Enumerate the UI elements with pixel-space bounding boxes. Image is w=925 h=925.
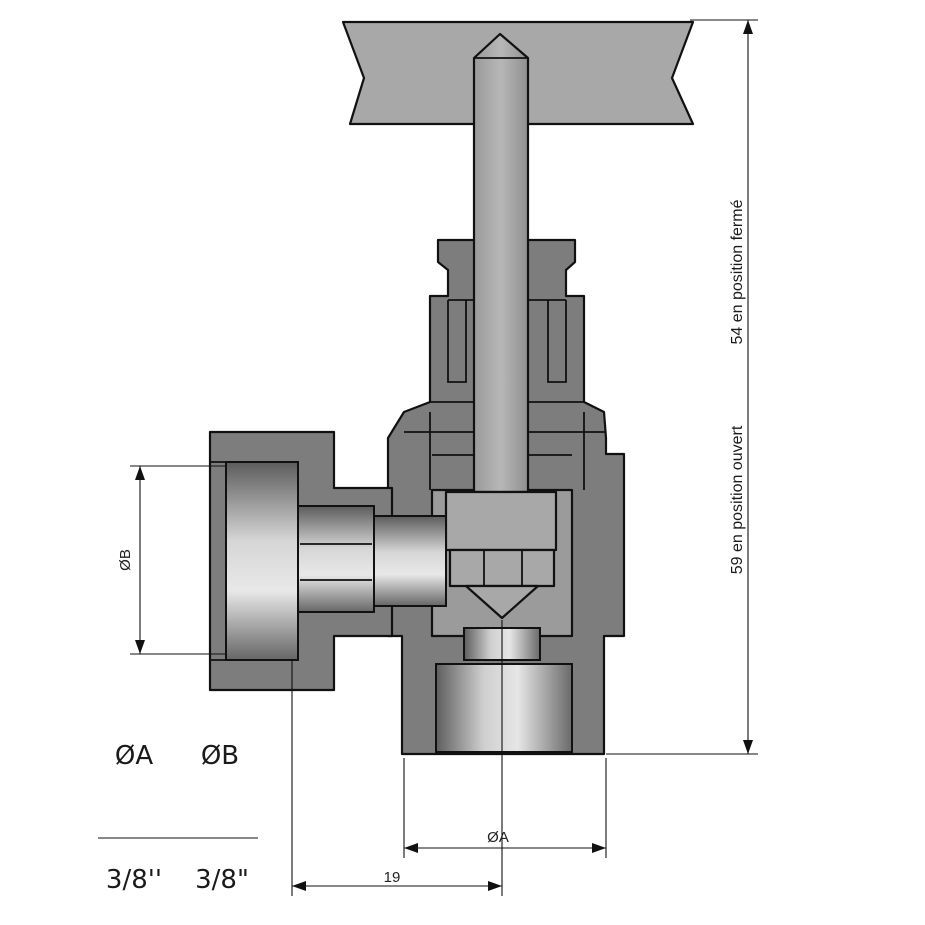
stem [472, 32, 530, 494]
stem-head [444, 490, 558, 620]
table-header-b: ØB [201, 741, 239, 771]
dimension-diameter-b [130, 465, 226, 655]
size-table: ØA ØB 3/8'' 3/8" [98, 741, 258, 895]
table-value-b: 3/8" [195, 865, 249, 895]
dimension-diameter-a [403, 758, 607, 858]
dimension-width-19 [291, 620, 503, 896]
table-value-a: 3/8'' [106, 865, 162, 895]
label-width-19: 19 [384, 869, 401, 886]
side-connection [208, 430, 447, 692]
dimension-height [606, 19, 758, 755]
label-height-closed: 54 en position fermé [729, 199, 746, 344]
label-height-open: 59 en position ouvert [729, 425, 746, 574]
label-diameter-b: ØB [117, 549, 134, 571]
label-diameter-a: ØA [487, 829, 509, 846]
table-header-a: ØA [115, 741, 153, 771]
